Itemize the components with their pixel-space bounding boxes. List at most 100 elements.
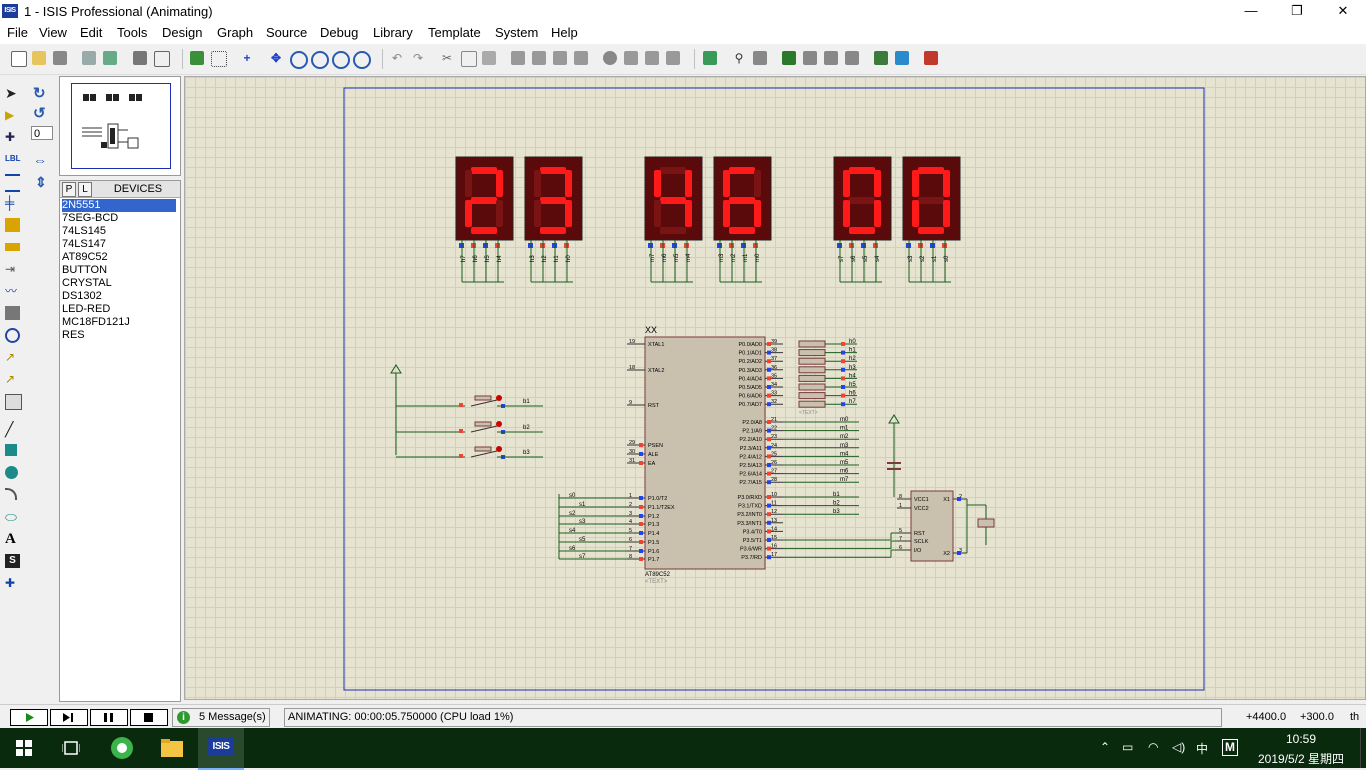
subcircuit-icon[interactable] bbox=[5, 218, 20, 232]
resistor-network[interactable]: h0h1h2h3h4h5h6h7<TEXT>m0m1m2m3m4m5m6m7b1… bbox=[783, 339, 859, 515]
device-item[interactable]: 74LS145 bbox=[62, 225, 107, 237]
windows-start-icon[interactable] bbox=[16, 740, 32, 756]
box-tool-icon[interactable] bbox=[5, 444, 17, 456]
electrical-check-icon[interactable] bbox=[895, 51, 909, 65]
menu-library[interactable]: Library bbox=[373, 25, 413, 40]
open-folder-icon[interactable] bbox=[32, 51, 46, 65]
pan-icon[interactable]: ✥ bbox=[270, 51, 282, 65]
menu-view[interactable]: View bbox=[39, 25, 67, 40]
device-item[interactable]: 7SEG-BCD bbox=[62, 212, 119, 224]
block-move-icon[interactable] bbox=[532, 51, 546, 65]
zoom-all-icon[interactable] bbox=[332, 51, 350, 69]
device-item[interactable]: 2N5551 bbox=[62, 199, 176, 212]
terminal-icon[interactable] bbox=[5, 243, 20, 251]
cut-icon[interactable]: ✂ bbox=[441, 51, 453, 65]
menu-edit[interactable]: Edit bbox=[80, 25, 103, 40]
battery-icon[interactable]: ▭ bbox=[1122, 740, 1134, 754]
import-icon[interactable] bbox=[82, 51, 96, 65]
text-tool-icon[interactable]: A bbox=[5, 531, 16, 547]
device-item[interactable]: DS1302 bbox=[62, 290, 102, 302]
wire-autorouter-icon[interactable] bbox=[703, 51, 717, 65]
clock-time[interactable]: 10:59 bbox=[1286, 732, 1317, 746]
menu-template[interactable]: Template bbox=[428, 25, 481, 40]
make-device-icon[interactable] bbox=[624, 51, 638, 65]
overview-viewport[interactable] bbox=[71, 83, 171, 169]
block-rotate-icon[interactable] bbox=[553, 51, 567, 65]
selection-mode-icon[interactable]: ➤ bbox=[5, 85, 17, 101]
ares-icon[interactable] bbox=[924, 51, 938, 65]
show-desktop-button[interactable] bbox=[1360, 728, 1366, 768]
zoom-in-icon[interactable] bbox=[290, 51, 308, 69]
junction-dot-icon[interactable]: ✚ bbox=[5, 130, 16, 144]
menu-design[interactable]: Design bbox=[162, 25, 203, 40]
device-item[interactable]: CRYSTAL bbox=[62, 277, 112, 289]
voltage-probe-icon[interactable]: ↗ bbox=[5, 350, 16, 364]
remove-sheet-icon[interactable] bbox=[803, 51, 817, 65]
menu-graph[interactable]: Graph bbox=[217, 25, 254, 40]
menu-help[interactable]: Help bbox=[551, 25, 578, 40]
menu-file[interactable]: File bbox=[7, 25, 28, 40]
marker-tool-icon[interactable]: ✚ bbox=[5, 576, 16, 590]
paste-icon[interactable] bbox=[482, 51, 496, 65]
decompose-icon[interactable] bbox=[666, 51, 680, 65]
maximize-button[interactable]: ❐ bbox=[1291, 3, 1303, 18]
task-view-icon[interactable] bbox=[62, 740, 80, 756]
origin-icon[interactable]: + bbox=[243, 51, 251, 65]
isis-taskbar-button[interactable]: ISIS bbox=[198, 728, 244, 770]
search-icon[interactable]: ⚲ bbox=[734, 51, 744, 65]
wire-label-icon[interactable]: LBL bbox=[5, 154, 21, 163]
device-item[interactable]: LED-RED bbox=[62, 303, 111, 315]
overview-window[interactable] bbox=[59, 76, 181, 176]
bus-icon[interactable]: ╪ bbox=[5, 195, 15, 210]
symbol-tool-icon[interactable]: S bbox=[5, 554, 20, 568]
device-item[interactable]: AT89C52 bbox=[62, 251, 108, 263]
wifi-icon[interactable]: ◠ bbox=[1148, 740, 1159, 754]
chevron-up-icon[interactable]: ⌃ bbox=[1100, 740, 1111, 754]
menu-debug[interactable]: Debug bbox=[320, 25, 359, 40]
component-mode-icon[interactable]: ▶ bbox=[5, 108, 15, 122]
property-tool-icon[interactable] bbox=[753, 51, 767, 65]
device-item[interactable]: MC18FD121J bbox=[62, 316, 130, 328]
clock-date[interactable]: 2019/5/2 星期四 bbox=[1258, 752, 1345, 766]
zoom-out-icon[interactable] bbox=[311, 51, 329, 69]
menu-source[interactable]: Source bbox=[266, 25, 308, 40]
play-button[interactable] bbox=[10, 709, 48, 726]
device-item[interactable]: BUTTON bbox=[62, 264, 108, 276]
browser-icon[interactable] bbox=[110, 736, 134, 760]
stop-button[interactable] bbox=[130, 709, 168, 726]
input-mode-indicator[interactable]: M bbox=[1222, 739, 1238, 756]
volume-icon[interactable]: ◁) bbox=[1172, 740, 1186, 754]
copy-icon[interactable] bbox=[461, 51, 477, 67]
arc-tool-icon[interactable] bbox=[5, 488, 17, 500]
rotate-anticlockwise-icon[interactable]: ↺ bbox=[33, 105, 46, 122]
device-item[interactable]: 74LS147 bbox=[62, 238, 107, 250]
undo-icon[interactable]: ↶ bbox=[391, 51, 403, 65]
print-icon[interactable] bbox=[133, 51, 147, 65]
grid-icon[interactable] bbox=[211, 51, 227, 67]
menu-system[interactable]: System bbox=[495, 25, 539, 40]
device-pin-icon[interactable]: ⇥ bbox=[5, 262, 16, 276]
text-script-icon[interactable] bbox=[5, 174, 20, 192]
minimize-button[interactable]: — bbox=[1244, 3, 1258, 18]
print-area-icon[interactable] bbox=[154, 51, 170, 67]
generator-icon[interactable] bbox=[5, 328, 20, 343]
tape-recorder-icon[interactable] bbox=[5, 306, 20, 320]
step-button[interactable] bbox=[50, 709, 88, 726]
save-icon[interactable] bbox=[53, 51, 67, 65]
netlist-icon[interactable] bbox=[845, 51, 859, 65]
pick-device-icon[interactable] bbox=[603, 51, 617, 65]
file-explorer-icon[interactable] bbox=[160, 738, 184, 758]
block-delete-icon[interactable] bbox=[574, 51, 588, 65]
path-tool-icon[interactable]: ⬭ bbox=[5, 509, 17, 525]
ime-indicator[interactable]: 中 bbox=[1196, 742, 1209, 756]
new-sheet-icon[interactable] bbox=[782, 51, 796, 65]
pick-devices-button[interactable]: P bbox=[62, 182, 76, 197]
export-icon[interactable] bbox=[103, 51, 117, 65]
library-manager-button[interactable]: L bbox=[78, 182, 92, 197]
pause-button[interactable] bbox=[90, 709, 128, 726]
